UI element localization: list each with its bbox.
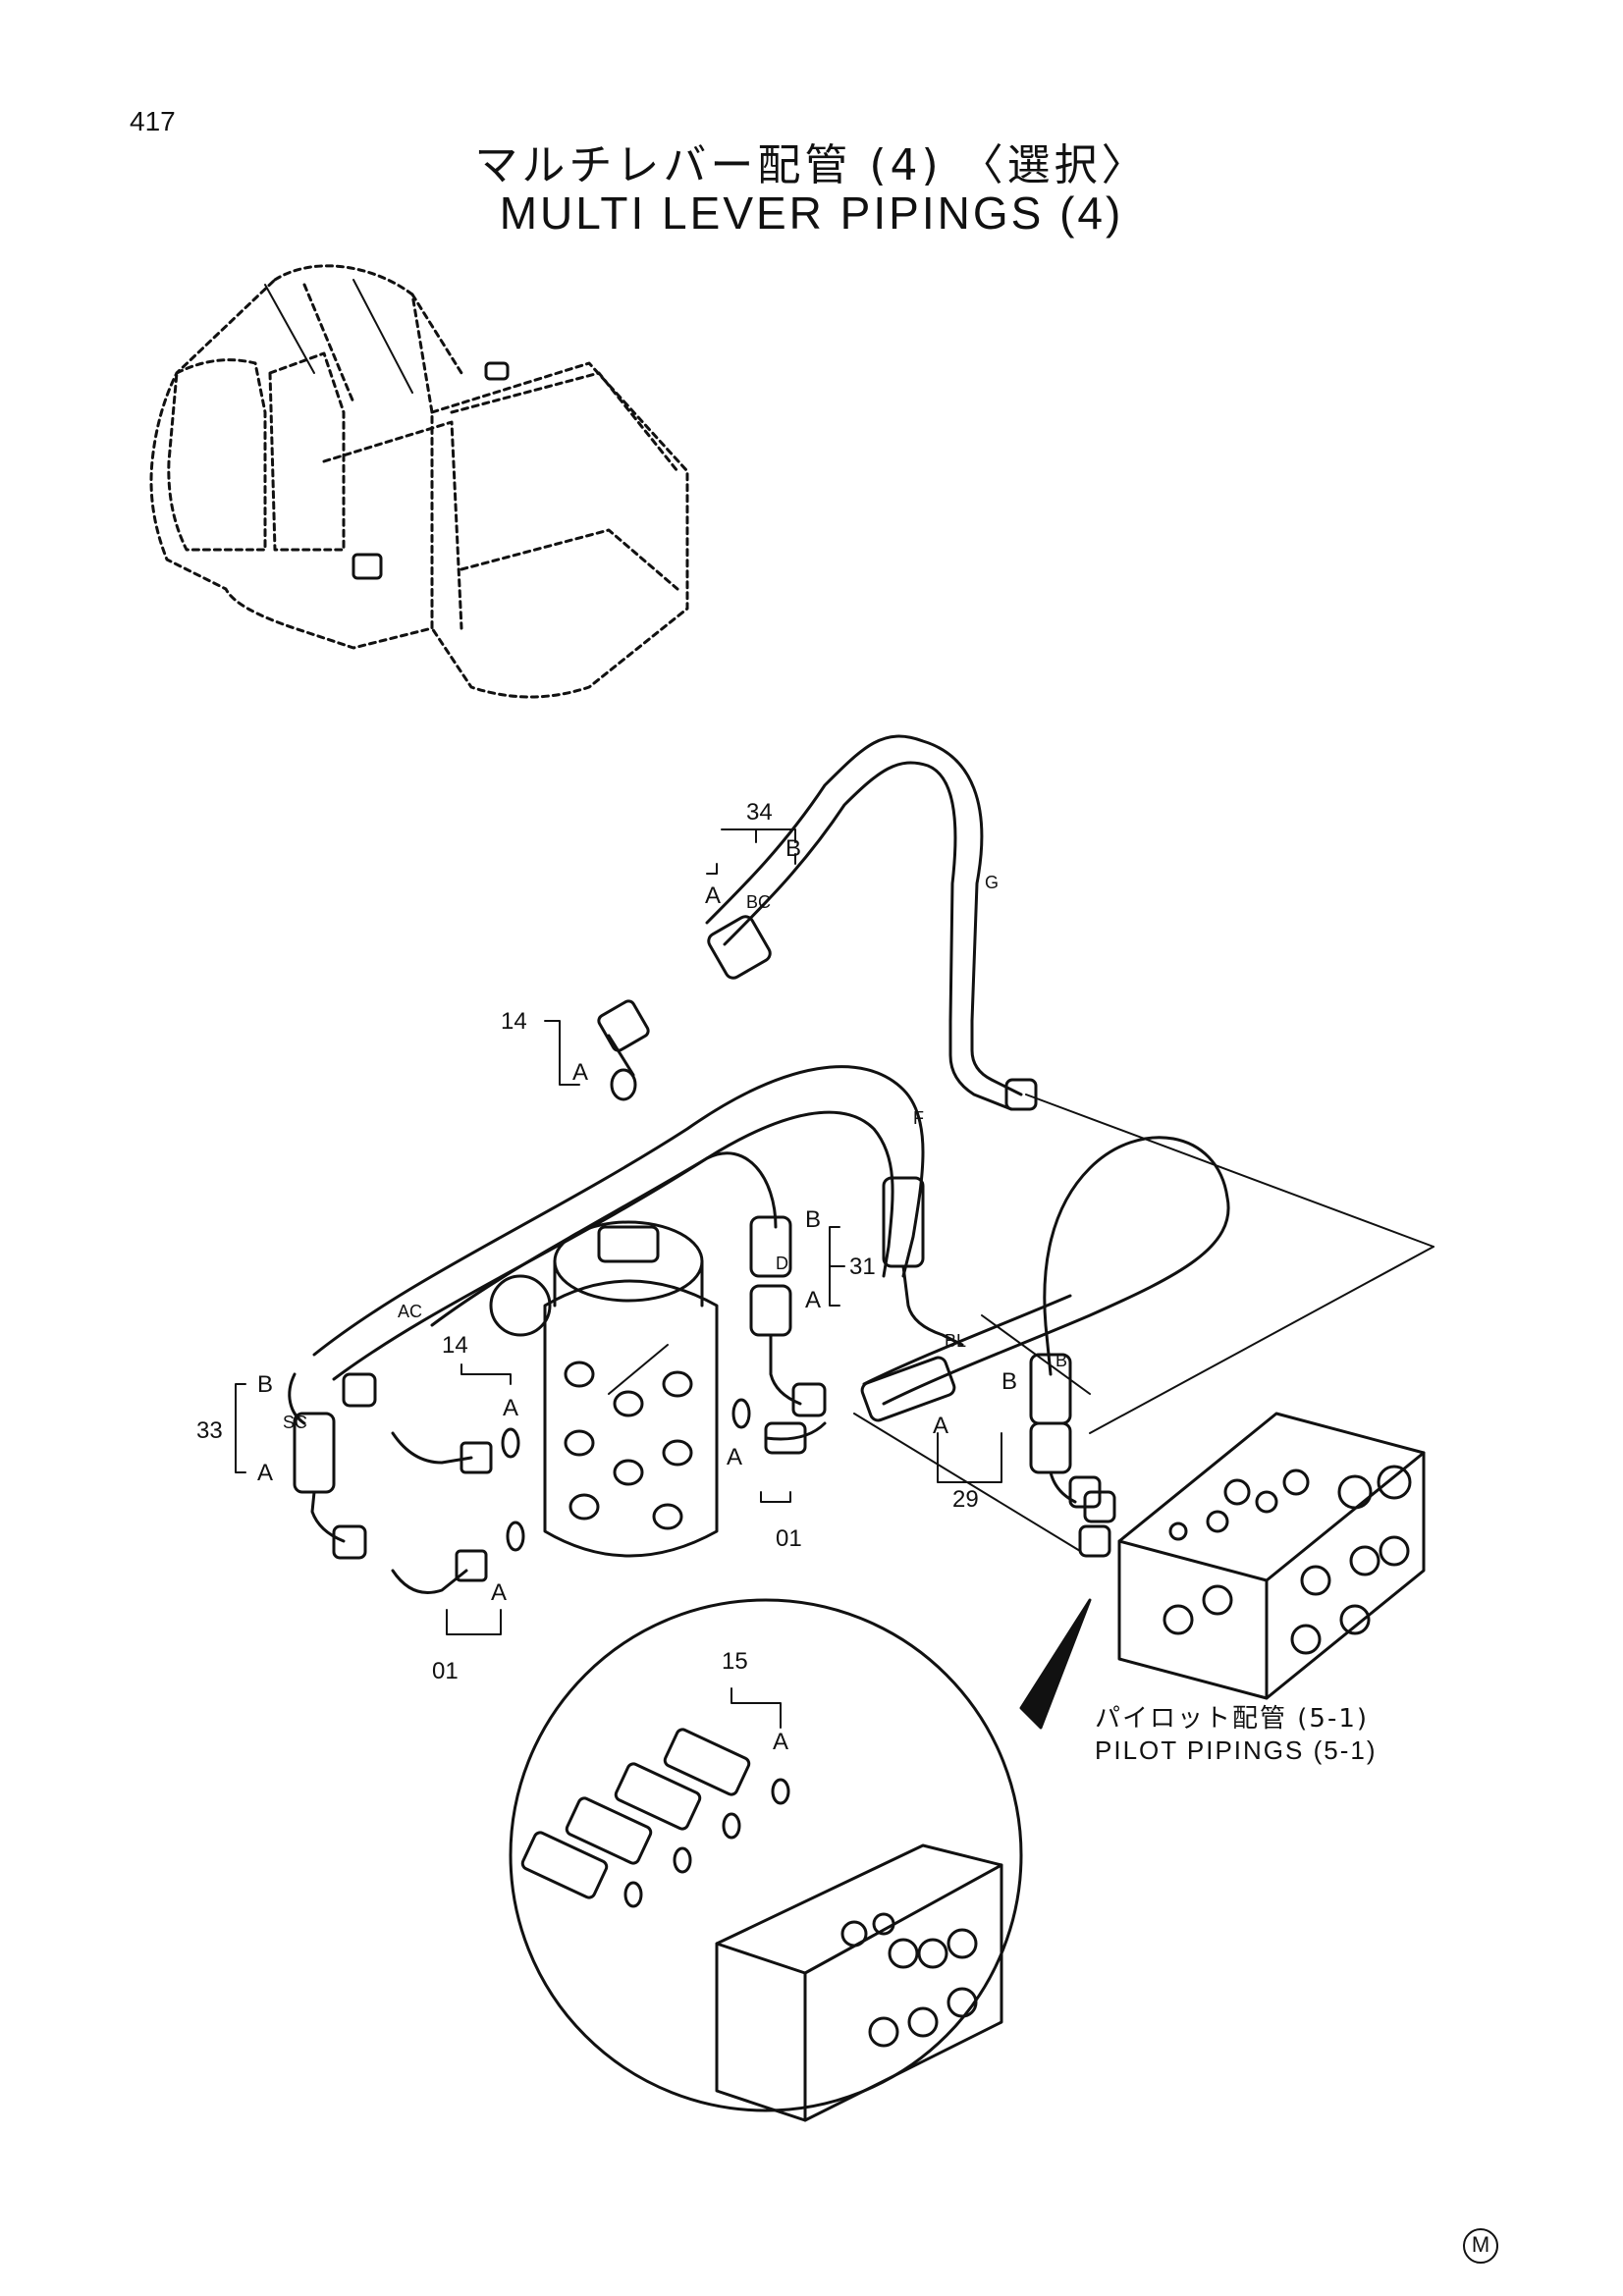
callout-01-left: 01 [432, 1658, 459, 1684]
callout-15: 15 [722, 1648, 748, 1675]
port-label-a-29: A [933, 1413, 948, 1439]
port-label-d: D [776, 1254, 788, 1273]
port-label-ac: AC [398, 1302, 422, 1321]
callout-33: 33 [196, 1417, 223, 1444]
callout-14-lower: 14 [442, 1332, 468, 1359]
port-label-f: F [913, 1108, 924, 1128]
port-label-a: A [705, 882, 721, 909]
callout-34: 34 [746, 799, 773, 826]
hose-bundle-ac [312, 1065, 964, 1381]
reference-japanese: パイロット配管 (5-1) [1095, 1704, 1370, 1734]
port-label-a-01-left: A [491, 1579, 507, 1606]
port-label-a-33: A [257, 1460, 273, 1486]
tank-cap [352, 361, 510, 580]
o-rings [501, 1398, 751, 1552]
port-label-a-31: A [805, 1287, 821, 1313]
callout-14-upper: 14 [501, 1008, 527, 1035]
port-label-g: G [985, 873, 999, 892]
excavator-overview [149, 264, 689, 699]
port-label-b-loop: B [1055, 1351, 1067, 1370]
port-label-bl: BL [945, 1331, 966, 1351]
leader-lines [608, 1094, 1434, 1552]
callout-01-right: 01 [776, 1525, 802, 1552]
port-label-bc: BC [746, 892, 771, 912]
port-label-a-14-lower: A [503, 1395, 518, 1421]
callout-29: 29 [952, 1486, 979, 1513]
hose-31 [430, 1151, 827, 1417]
port-label-a-01-right: A [727, 1444, 742, 1470]
port-label-b-29: B [1001, 1368, 1017, 1395]
port-label-b-33: B [257, 1371, 273, 1398]
swivel-valve [489, 1220, 719, 1558]
page-title-japanese: マルチレバー配管 (4) 〈選択〉 [474, 140, 1149, 190]
port-label-b: B [785, 835, 801, 862]
port-label-b-31: B [805, 1206, 821, 1233]
elbow-fittings [391, 999, 827, 1594]
port-label-a-14: A [572, 1059, 588, 1086]
excavator-boom-lines [264, 279, 413, 394]
pilot-valve-block [1078, 1412, 1426, 1700]
hose-34 [705, 734, 1038, 1111]
hose-33 [288, 1372, 377, 1560]
callout-31: 31 [849, 1254, 876, 1280]
reference-english: PILOT PIPINGS (5-1) [1095, 1735, 1378, 1765]
corner-mark: M [1463, 2228, 1498, 2264]
page-title-english: MULTI LEVER PIPINGS (4) [499, 187, 1124, 239]
page-number: 417 [130, 106, 176, 136]
port-label-sc: SC [283, 1413, 307, 1432]
port-label-a-15: A [773, 1729, 788, 1755]
callout-brackets [235, 828, 1002, 1729]
detail-circle [509, 1598, 1092, 2122]
